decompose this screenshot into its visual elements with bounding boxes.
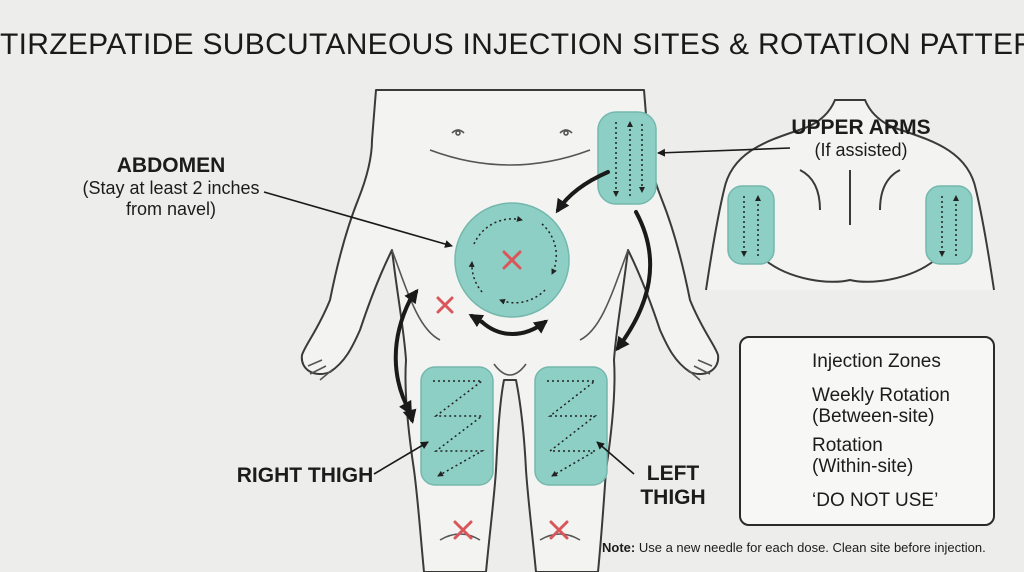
legend-weekly-rotation-text: Weekly Rotation (Between-site) bbox=[812, 385, 950, 428]
navel-x-icon bbox=[502, 250, 522, 270]
legend-injection-zones-text: Injection Zones bbox=[812, 351, 941, 372]
weekly-rotation-arrows bbox=[393, 170, 653, 424]
upper-arms-label: UPPER ARMS (If assisted) bbox=[784, 116, 938, 161]
back-view-outline bbox=[705, 99, 995, 291]
upper-arm-zone-front bbox=[597, 111, 657, 205]
right-knee-x-icon bbox=[453, 520, 473, 540]
legend-within-line-1: Rotation bbox=[812, 435, 883, 456]
abdomen-label: ABDOMEN (Stay at least 2 inches from nav… bbox=[62, 154, 280, 220]
abdomen-sub-1: (Stay at least 2 inches bbox=[82, 178, 260, 199]
legend-within-rotation-text: Rotation (Within-site) bbox=[812, 435, 913, 478]
upper-arms-heading: UPPER ARMS bbox=[791, 116, 931, 139]
note-text: Use a new needle for each dose. Clean si… bbox=[638, 540, 986, 555]
abdomen-sub-2: from navel) bbox=[125, 198, 217, 219]
label-pointers bbox=[263, 147, 791, 475]
page-title: TIRZEPATIDE SUBCUTANEOUS INJECTION SITES… bbox=[0, 28, 1024, 61]
legend-box: Injection Zones Weekly Rotation (Between… bbox=[739, 336, 995, 526]
legend-weekly-line-1: Weekly Rotation bbox=[812, 385, 950, 406]
right-thigh-zone bbox=[420, 366, 494, 486]
left-knee-x-icon bbox=[549, 520, 569, 540]
legend-do-not-use-text: ‘DO NOT USE’ bbox=[812, 490, 939, 511]
legend-weekly-line-2: (Between-site) bbox=[812, 406, 935, 428]
legend-within-line-2: (Within-site) bbox=[812, 456, 914, 478]
hip-x-icon bbox=[436, 296, 454, 314]
left-thigh-zone bbox=[534, 366, 608, 486]
injection-zones bbox=[420, 111, 973, 486]
left-thigh-line-1: LEFT bbox=[646, 462, 700, 485]
abdomen-heading: ABDOMEN bbox=[116, 154, 226, 177]
upper-arms-sub: (If assisted) bbox=[814, 140, 908, 161]
left-thigh-label: LEFT THIGH bbox=[628, 462, 718, 510]
within-site-rotation-marks bbox=[433, 121, 959, 477]
back-right-arm-zone bbox=[925, 185, 973, 265]
right-thigh-heading: RIGHT THIGH bbox=[236, 464, 374, 487]
left-thigh-line-2: THIGH bbox=[640, 486, 706, 510]
back-left-arm-zone bbox=[727, 185, 775, 265]
note-prefix: Note: bbox=[602, 540, 636, 555]
do-not-use-marks bbox=[436, 250, 569, 540]
right-thigh-label: RIGHT THIGH bbox=[230, 464, 380, 488]
footer-note: Note: Use a new needle for each dose. Cl… bbox=[602, 540, 986, 555]
